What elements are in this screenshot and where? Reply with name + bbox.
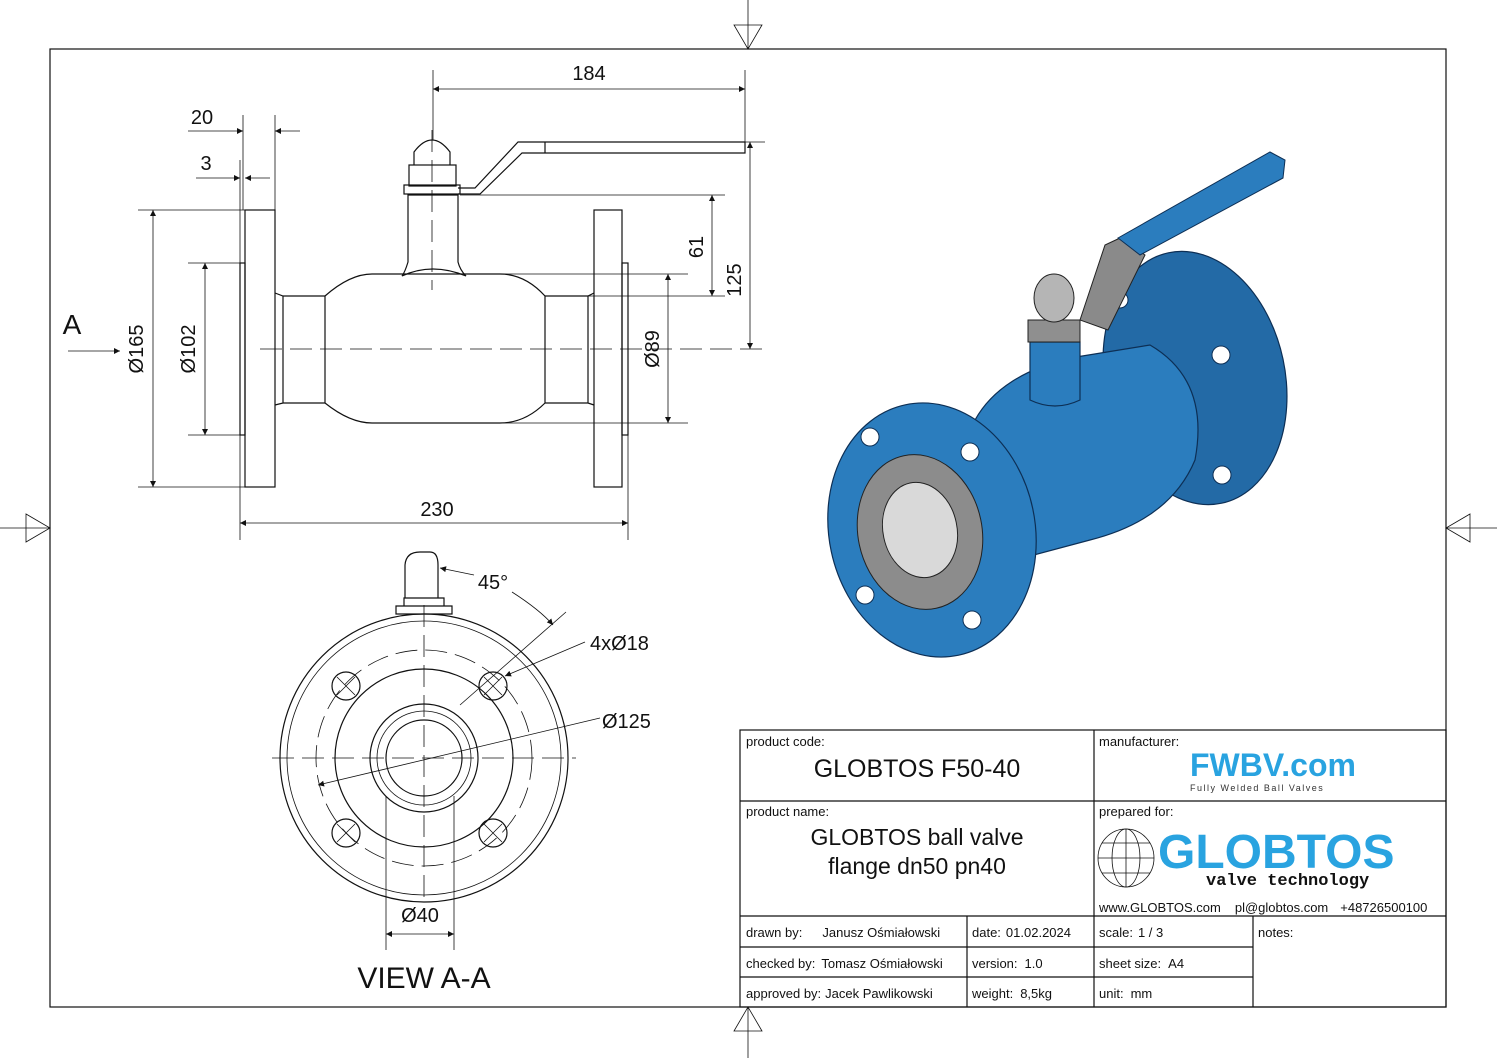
- unit-label: unit:: [1099, 986, 1124, 1001]
- scale-label: scale:: [1099, 925, 1133, 940]
- stem-top: [395, 551, 453, 615]
- bore: [385, 719, 463, 797]
- manufacturer-tagline: Fully Welded Ball Valves: [1190, 783, 1324, 793]
- product-name-line2: flange dn50 pn40: [828, 853, 1006, 879]
- date: 01.02.2024: [1006, 925, 1071, 940]
- product-code-label: product code:: [746, 734, 825, 749]
- client-tagline: valve technology: [1206, 872, 1369, 891]
- view-marker-a: A: [63, 309, 82, 340]
- drawn-by-label: drawn by:: [746, 925, 802, 940]
- dim-handle-length: 184: [572, 63, 605, 85]
- globe-icon: [1097, 828, 1155, 888]
- left-raised-face: [239, 262, 246, 436]
- bolt-hole: [331, 818, 361, 848]
- svg-text:unit:mm: unit: mm: [1099, 986, 1152, 1001]
- phone-number: +48726500100: [1340, 900, 1427, 915]
- top-center-marker: [733, 0, 763, 50]
- view-title: VIEW A-A: [357, 962, 490, 995]
- stop-plate: [403, 184, 461, 195]
- bolt-hole: [478, 818, 508, 848]
- svg-text:weight:8,5kg: weight: 8,5kg: [971, 986, 1052, 1001]
- stem: [1029, 341, 1081, 407]
- dim-body-diameter: Ø89: [642, 330, 664, 368]
- right-center-marker: [1445, 513, 1497, 543]
- end-view: 45° 4xØ18 Ø125 Ø40 VIEW A-A: [272, 551, 651, 995]
- approved-by: Jacek Pawlikowski: [825, 986, 933, 1001]
- manufacturer-logo: FWBV.com: [1190, 747, 1356, 783]
- manufacturer-label: manufacturer:: [1099, 734, 1179, 749]
- cap-nut: [413, 139, 451, 165]
- bolt-hole: [478, 671, 508, 701]
- handle: [458, 141, 746, 195]
- bolt-hole: [331, 671, 361, 701]
- dim-handle-height: 125: [724, 263, 746, 296]
- dim-raised-face: 3: [200, 153, 211, 175]
- product-code: GLOBTOS F50-40: [814, 755, 1021, 783]
- sheet-size: A4: [1168, 956, 1184, 971]
- dim-bolt-circle: Ø125: [602, 711, 651, 733]
- svg-text:drawn by:Janusz Ośmiałowski: drawn by: Janusz Ośmiałowski: [746, 925, 940, 940]
- left-center-marker: [0, 513, 51, 543]
- svg-text:sheet size:A4: sheet size: A4: [1099, 956, 1184, 971]
- version: 1.0: [1025, 956, 1043, 971]
- weight-label: weight:: [971, 986, 1013, 1001]
- dim-angle: 45°: [478, 572, 508, 594]
- email-link[interactable]: pl@globtos.com: [1235, 900, 1328, 915]
- svg-text:version:1.0: version: 1.0: [972, 956, 1043, 971]
- svg-text:scale:1 / 3: scale: 1 / 3: [1099, 925, 1163, 940]
- svg-text:checked by:Tomasz Ośmiałowski: checked by: Tomasz Ośmiałowski: [746, 956, 943, 971]
- notes-label: notes:: [1258, 925, 1293, 940]
- bore-opening: [881, 481, 959, 579]
- checked-by: Tomasz Ośmiałowski: [821, 956, 942, 971]
- unit: mm: [1131, 986, 1153, 1001]
- bottom-center-marker: [733, 1006, 763, 1058]
- title-block: product code: GLOBTOS F50-40 manufacture…: [739, 729, 1447, 1008]
- dim-face-to-face: 230: [420, 499, 453, 521]
- bolt-circle: [315, 649, 533, 867]
- product-name-line1: GLOBTOS ball valve: [810, 824, 1023, 850]
- dim-bolt-holes: 4xØ18: [590, 633, 649, 655]
- right-raised-face: [621, 262, 629, 436]
- side-view: 184 20 3 61 125 Ø89 Ø165 Ø102 230 A: [63, 63, 770, 540]
- version-label: version:: [972, 956, 1018, 971]
- svg-text:date:01.02.2024: date: 01.02.2024: [972, 925, 1071, 940]
- right-flange: [593, 209, 623, 488]
- nut: [1027, 319, 1081, 343]
- weight: 8,5kg: [1020, 986, 1052, 1001]
- scale: 1 / 3: [1138, 925, 1163, 940]
- date-label: date:: [972, 925, 1001, 940]
- dim-flange-diameter: Ø165: [126, 325, 148, 374]
- dim-stem-height: 61: [686, 236, 708, 258]
- dim-flange-thickness: 20: [191, 107, 213, 129]
- dim-bore: Ø40: [401, 905, 439, 927]
- website-link[interactable]: www.GLOBTOS.com: [1098, 900, 1221, 915]
- client-logo: GLOBTOS: [1158, 826, 1394, 879]
- product-name-label: product name:: [746, 804, 829, 819]
- prepared-for-label: prepared for:: [1099, 804, 1173, 819]
- sheet-size-label: sheet size:: [1099, 956, 1161, 971]
- svg-text:approved by:Jacek Pawlikowski: approved by: Jacek Pawlikowski: [746, 986, 933, 1001]
- nut: [408, 164, 457, 187]
- drawn-by: Janusz Ośmiałowski: [822, 925, 940, 940]
- valve-body: [324, 273, 546, 424]
- isometric-valve-render: [827, 151, 1288, 658]
- checked-by-label: checked by:: [746, 956, 815, 971]
- handle-grip: [1117, 151, 1286, 256]
- approved-by-label: approved by:: [746, 986, 821, 1001]
- left-flange: [244, 209, 276, 488]
- raised-face-outline: [334, 668, 514, 848]
- dim-raised-face-diameter: Ø102: [178, 325, 200, 374]
- cap-nut: [1033, 273, 1075, 323]
- stem: [401, 194, 467, 277]
